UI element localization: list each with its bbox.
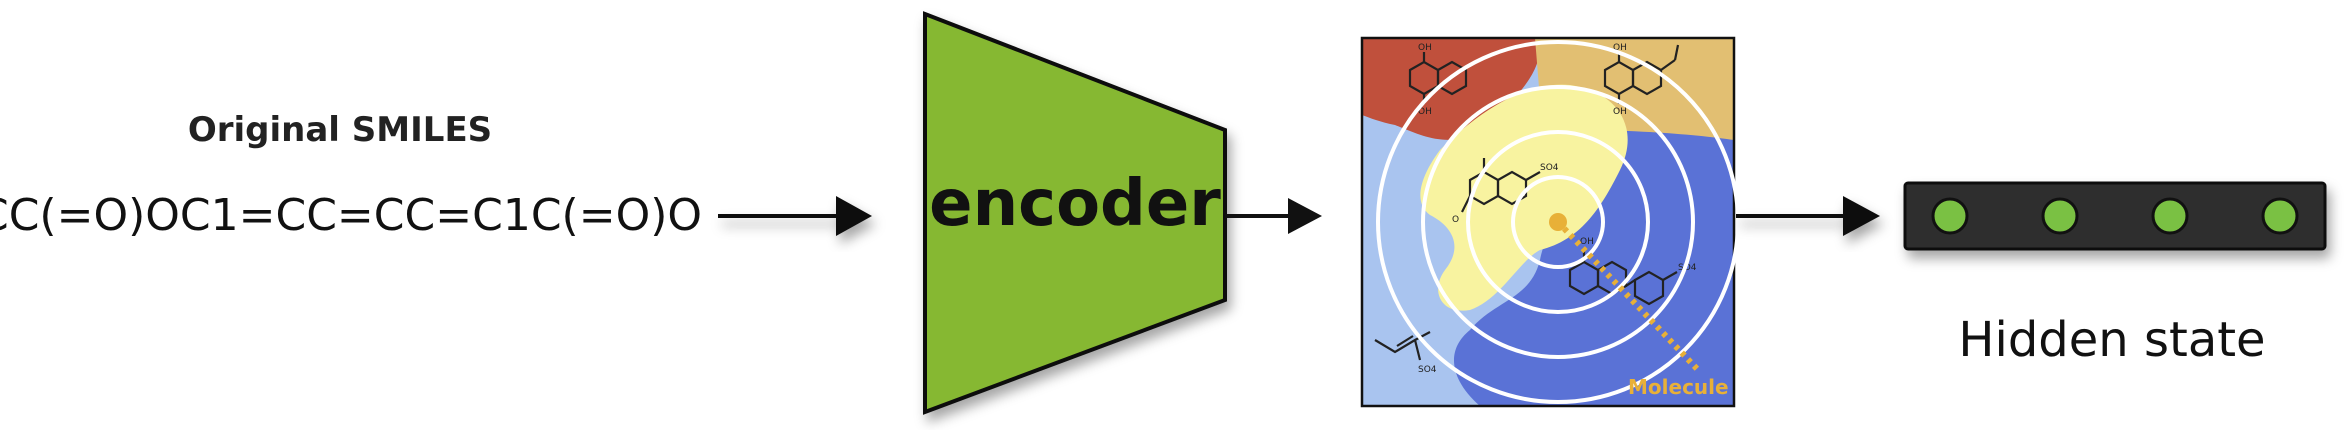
- molecule-pointer-line: [1555, 219, 1703, 375]
- hidden-state-node: [1931, 197, 1969, 235]
- hidden-state-node: [2261, 197, 2299, 235]
- encoder-label: encoder: [929, 167, 1221, 241]
- hidden-state-label: Hidden state: [1958, 312, 2265, 368]
- chem-label-oh: OH: [1418, 43, 1432, 53]
- molecule-sketch-small: SO4: [1374, 331, 1437, 375]
- chem-label-so4: SO4: [1540, 163, 1559, 173]
- chem-label-so4: SO4: [1418, 365, 1437, 375]
- chem-label-oh: OH: [1418, 107, 1432, 117]
- hidden-state-node: [2041, 197, 2079, 235]
- chem-label-o: O: [1452, 215, 1459, 225]
- chem-label-oh: OH: [1613, 43, 1627, 53]
- chem-label-so4: SO4: [1678, 263, 1697, 273]
- encoder-block: [923, 11, 1227, 415]
- hidden-state-vector: [1903, 181, 2327, 251]
- arrow-encoder-to-latent: [1225, 198, 1322, 234]
- arrow-input-to-encoder: [718, 196, 872, 236]
- similarity-rings: [1376, 40, 1740, 404]
- smiles-title: Original SMILES: [188, 110, 492, 150]
- chem-label-oh: OH: [1580, 237, 1594, 247]
- molecule-label: Molecule: [1628, 375, 1729, 399]
- smiles-string: CC(=O)OC1=CC=CC=C1C(=O)O: [0, 190, 702, 241]
- chem-label-oh: OH: [1613, 107, 1627, 117]
- arrow-latent-to-hidden: [1736, 196, 1880, 236]
- molecule-sketch-naphthol-tan: OH OH: [1603, 43, 1680, 117]
- hidden-state-nodes: [1931, 197, 2299, 235]
- hidden-state-node: [2151, 197, 2189, 235]
- latent-space-map: OH OH OH OH SO4 O: [1360, 36, 1740, 408]
